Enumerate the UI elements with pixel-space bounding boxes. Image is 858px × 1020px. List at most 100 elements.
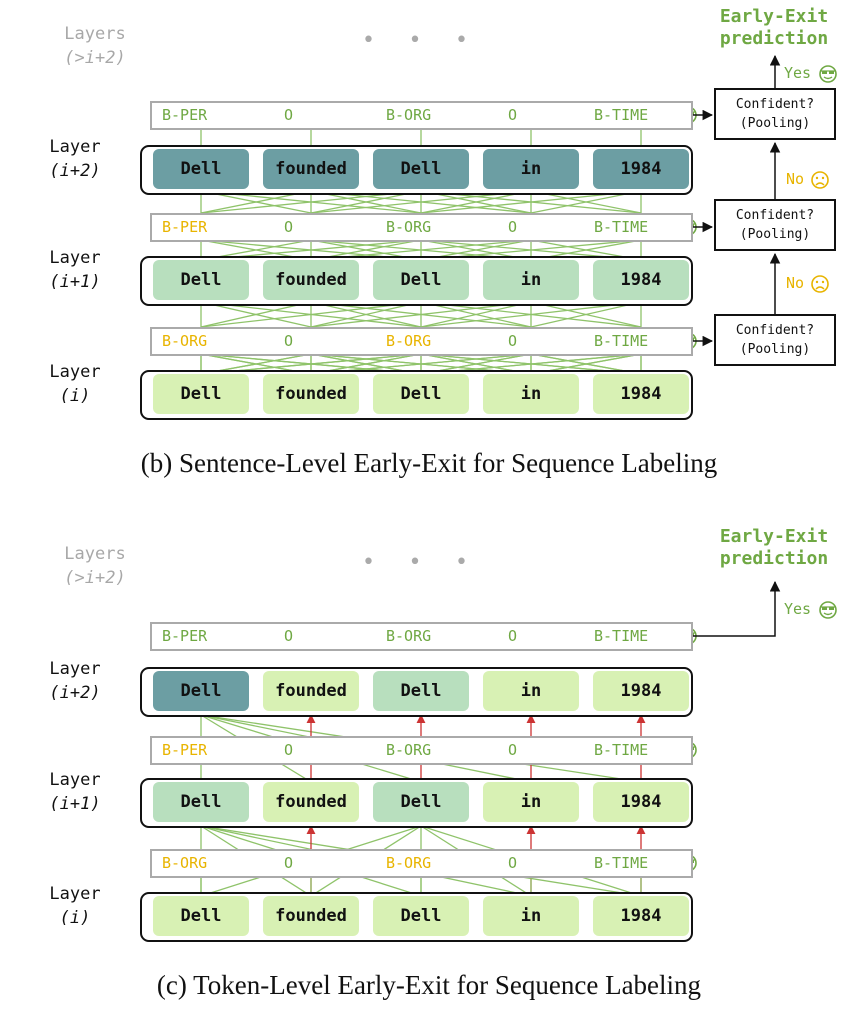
layer-label: Layer (i) [20, 882, 130, 930]
layer-label: Layer (i+1) [20, 246, 130, 294]
layer-title: Layer [49, 362, 101, 382]
token-founded: founded [263, 896, 359, 936]
figure-caption: (c) Token-Level Early-Exit for Sequence … [156, 970, 702, 1000]
no-label: No [786, 274, 805, 292]
early-exit-subtitle: prediction [719, 28, 829, 49]
label-tag: B-PER [162, 218, 208, 236]
ellipsis-dots: • • • [361, 28, 479, 53]
token-1984: 1984 [593, 782, 689, 822]
label-row: B-PER O B-ORG O B-TIME [150, 101, 693, 130]
token-founded: founded [263, 671, 359, 711]
token-dell: Dell [373, 260, 469, 300]
token-dell: Dell [373, 671, 469, 711]
yes-label: Yes [784, 600, 812, 618]
label-tag: B-TIME [594, 332, 649, 350]
yes-label: Yes [784, 64, 812, 82]
token-founded: founded [263, 782, 359, 822]
layer-label: Layer(i+1) [20, 768, 130, 816]
token-dell: Dell [373, 374, 469, 414]
upper-layers-label: Layers (>i+2) [40, 22, 150, 70]
attention-edge [200, 301, 422, 328]
no-label: No [786, 170, 805, 188]
layer-label: Layer (i+2) [20, 135, 130, 183]
label-tag: O [284, 218, 294, 236]
label-row: B-PER O B-ORG O B-TIME [150, 736, 693, 765]
layer-index: (i) [59, 386, 91, 406]
figure-caption: (b) Sentence-Level Early-Exit for Sequen… [140, 448, 718, 478]
upper-layers-title: Layers [64, 24, 126, 44]
token-dell: Dell [373, 896, 469, 936]
label-tag: B-ORG [162, 332, 208, 350]
token-dell: Dell [153, 260, 249, 300]
token-founded: founded [263, 149, 359, 189]
label-tag: O [508, 741, 518, 759]
token-1984: 1984 [593, 149, 689, 189]
layer-index: (i+2) [49, 683, 101, 703]
layer-index: (i+1) [49, 794, 101, 814]
label-tag: B-ORG [386, 627, 432, 645]
layer-label: Layer (i+2) [20, 657, 130, 705]
pooling-note: (Pooling) [739, 227, 811, 242]
label-tag: B-TIME [594, 106, 649, 124]
label-tag: O [284, 332, 294, 350]
token-founded: founded [263, 374, 359, 414]
attention-edge [200, 301, 312, 328]
label-tag: O [508, 218, 518, 236]
label-tag: O [284, 741, 294, 759]
attention-edge [420, 301, 532, 328]
early-exit-title: Early-Exit [719, 6, 829, 27]
early-exit-title: Early-Exit [719, 526, 829, 547]
ellipsis-dots: • • • [361, 550, 479, 575]
label-tag: O [508, 854, 518, 872]
layer-title: Layer [49, 659, 101, 679]
token-1984: 1984 [593, 896, 689, 936]
label-tag: B-ORG [386, 106, 432, 124]
token-in: in [483, 260, 579, 300]
attention-edge [310, 301, 422, 328]
confident-face-icon [819, 601, 837, 619]
token-dell: Dell [153, 671, 249, 711]
layer-title: Layer [49, 137, 101, 157]
pooling-note: (Pooling) [739, 116, 811, 131]
confident-question: Confident? [735, 208, 815, 223]
upper-layers-range: (>i+2) [64, 48, 126, 68]
token-founded: founded [263, 260, 359, 300]
layer-index: (i+1) [49, 272, 101, 292]
token-1984: 1984 [593, 260, 689, 300]
layer-index: (i) [59, 908, 91, 928]
label-tag: O [508, 332, 518, 350]
token-dell: Dell [373, 149, 469, 189]
attention-edge [530, 301, 642, 328]
yes-arrow [693, 580, 781, 637]
token-1984: 1984 [593, 671, 689, 711]
upper-layers-title: Layers [64, 544, 126, 564]
layer-title: Layer [49, 248, 101, 268]
label-tag: B-PER [162, 627, 208, 645]
label-tag: B-ORG [386, 332, 432, 350]
layer-index: (i+2) [49, 161, 101, 181]
label-tag: O [508, 106, 518, 124]
token-in: in [483, 782, 579, 822]
token-dell: Dell [153, 896, 249, 936]
token-in: in [483, 374, 579, 414]
confident-pooling-box: Confident?(Pooling) [714, 314, 836, 366]
label-tag: B-PER [162, 106, 208, 124]
label-tag: O [284, 106, 294, 124]
label-tag: B-ORG [386, 741, 432, 759]
label-row: B-ORG O B-ORG O B-TIME [150, 327, 693, 356]
label-tag: B-PER [162, 741, 208, 759]
confident-pooling-box: Confident? (Pooling) [714, 199, 836, 251]
label-tag: B-TIME [594, 741, 649, 759]
label-tag: O [284, 854, 294, 872]
unsure-face-icon [811, 171, 829, 189]
layer-title: Layer [49, 884, 101, 904]
token-in: in [483, 896, 579, 936]
confident-question: Confident? [735, 97, 815, 112]
early-exit-subtitle: prediction [719, 548, 829, 569]
attention-edge [310, 301, 532, 328]
